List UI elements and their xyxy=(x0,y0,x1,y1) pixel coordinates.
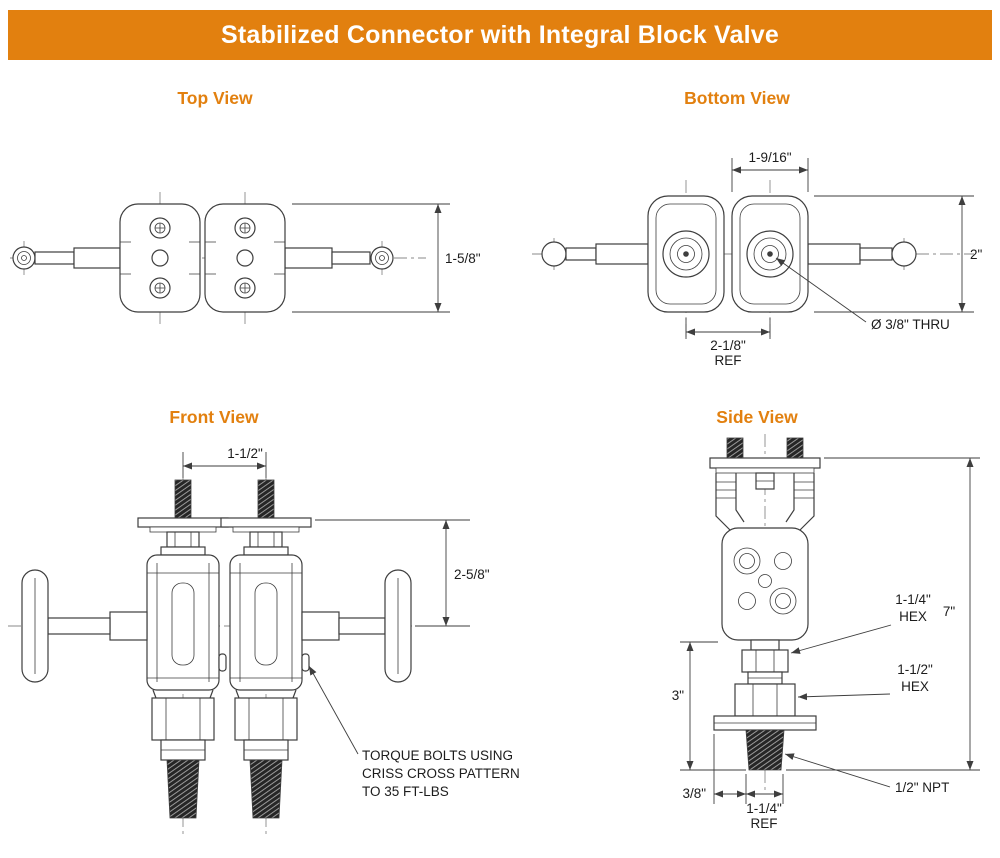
connector-block xyxy=(119,203,201,313)
lower-height-dim-label: 3" xyxy=(672,688,685,703)
ref-width-dim-label: 2-1/8" xyxy=(710,338,746,353)
hex-large-label: 1-1/2" xyxy=(897,662,933,677)
handle-right xyxy=(301,569,412,683)
hex-small-callout: 1-1/4" HEX xyxy=(790,592,931,654)
npt-label: 1/2" NPT xyxy=(895,780,949,795)
lower-height-dimension: 3" xyxy=(672,641,746,771)
offset-and-ref-dimensions: 3/8" 1-1/4" REF xyxy=(682,734,784,831)
front-view-drawing: 1-1/2" 2-5/8" TORQUE BOLTS USING CRISS C… xyxy=(8,446,520,835)
side-view-label: Side View xyxy=(716,407,798,427)
top-bracket xyxy=(709,437,821,531)
hex-small-label: 1-1/4" xyxy=(895,592,931,607)
page-title: Stabilized Connector with Integral Block… xyxy=(221,20,779,49)
valve-spacing-dim-label: 1-1/2" xyxy=(227,446,263,461)
npt-ref-suffix: REF xyxy=(751,816,778,831)
overall-height-dimension: 7" xyxy=(786,457,980,771)
left-stem xyxy=(541,241,649,267)
valve-block-bottom xyxy=(647,195,725,313)
npt-ref-label: 1-1/4" xyxy=(746,801,782,816)
handle-left xyxy=(21,569,148,683)
thru-hole-callout: Ø 3/8" THRU xyxy=(775,257,950,332)
thru-hole-label: Ø 3/8" THRU xyxy=(871,317,950,332)
valve-front xyxy=(137,478,229,834)
block-height-dimension: 2" xyxy=(814,195,983,313)
front-view-label: Front View xyxy=(169,407,259,427)
right-stem xyxy=(807,241,917,267)
overall-height-dim-label: 7" xyxy=(943,604,956,619)
left-connector-end xyxy=(12,246,121,270)
port-spacing-dim-label: 1-9/16" xyxy=(748,150,791,165)
npt-callout: 1/2" NPT xyxy=(784,753,949,795)
hex-small-suffix: HEX xyxy=(899,609,927,624)
bottom-view-label: Bottom View xyxy=(684,88,790,108)
torque-note-line3: TO 35 FT-LBS xyxy=(362,784,449,799)
top-view-drawing: 1-5/8" xyxy=(10,192,481,324)
valve-side-body xyxy=(713,527,817,771)
block-height-dim-label: 2" xyxy=(970,247,983,262)
top-height-dimension: 1-5/8" xyxy=(292,203,481,313)
hex-large-suffix: HEX xyxy=(901,679,929,694)
ref-width-dim-suffix: REF xyxy=(715,353,742,368)
offset-dim-label: 3/8" xyxy=(682,786,706,801)
right-connector-end xyxy=(284,246,394,270)
port-spacing-dimension: 1-9/16" xyxy=(731,150,809,192)
hex-large-callout: 1-1/2" HEX xyxy=(797,662,933,701)
title-banner: Stabilized Connector with Integral Block… xyxy=(8,10,992,60)
top-height-dim-label: 1-5/8" xyxy=(445,251,481,266)
torque-note-line1: TORQUE BOLTS USING xyxy=(362,748,513,763)
bottom-view-drawing: 1-9/16" 2" 2-1/8" REF Ø 3/8" THRU xyxy=(532,150,983,368)
torque-note: TORQUE BOLTS USING CRISS CROSS PATTERN T… xyxy=(308,665,520,799)
torque-note-line2: CRISS CROSS PATTERN xyxy=(362,766,520,781)
side-view-drawing: 7" 1-1/4" HEX 1-1/2" HEX 3" 3/8" 1-1/4" … xyxy=(672,434,980,831)
top-view-label: Top View xyxy=(177,88,253,108)
body-height-dimension: 2-5/8" xyxy=(315,519,490,627)
body-height-dim-label: 2-5/8" xyxy=(454,567,490,582)
valve-spacing-dimension: 1-1/2" xyxy=(182,446,267,478)
ref-width-dimension: 2-1/8" REF xyxy=(685,318,771,368)
